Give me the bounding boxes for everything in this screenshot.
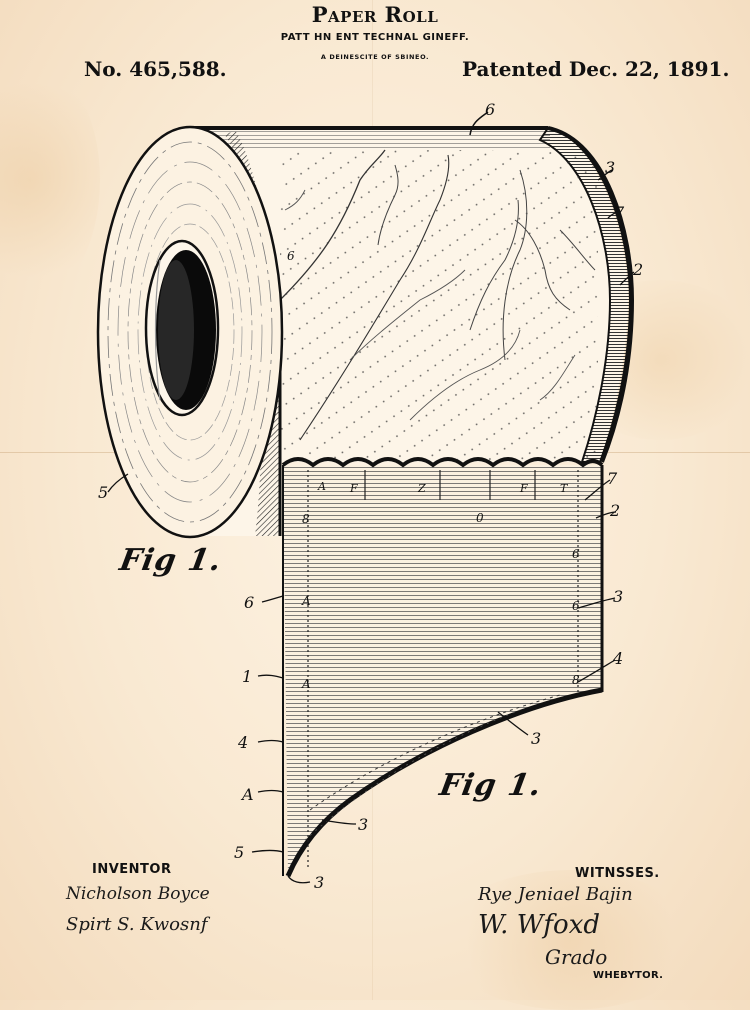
ref-numeral: 5: [98, 483, 108, 502]
inventor-signature: Spirt S. Kwosnf: [66, 914, 208, 935]
witness-sub-label: WHEBYTOR.: [593, 970, 664, 981]
ref-numeral: 3: [358, 815, 368, 834]
ref-numeral: 6: [244, 593, 254, 612]
inventor-signature: Nicholson Boyce: [66, 884, 210, 904]
inventor-label: INVENTOR: [92, 862, 172, 877]
ref-numeral: A: [240, 785, 254, 804]
patent-date: Patented Dec. 22, 1891.: [462, 57, 730, 81]
ref-numeral: 4: [237, 733, 248, 752]
roll-end-face: [96, 125, 284, 539]
patent-title: Paper Roll: [311, 2, 439, 27]
ref-numeral: 2: [632, 260, 643, 279]
ref-numeral: 3: [531, 729, 541, 748]
ref-numeral: 2: [609, 501, 620, 520]
hanging-sheet: [281, 457, 604, 877]
witness-signature: W. Wfoxd: [478, 910, 601, 940]
svg-text:A: A: [301, 677, 311, 691]
svg-text:Z: Z: [417, 482, 426, 495]
ref-numeral: 7: [607, 469, 618, 488]
patent-subtitle-secondary: A DEINESCITE OF SBINEO.: [320, 53, 430, 61]
ref-numeral: 1: [242, 667, 252, 686]
patent-number: No. 465,588.: [84, 57, 227, 81]
reference-numerals: 6 3 7 2 6 5 7 2 3 4 6 1 4 A 5 3: [98, 100, 643, 892]
witness-signature: Grado: [545, 945, 608, 969]
svg-text:A: A: [317, 480, 326, 493]
svg-text:6: 6: [572, 599, 580, 613]
svg-text:T: T: [560, 482, 569, 495]
witnesses-label: WITNSSES.: [575, 866, 660, 881]
ref-numeral: 3: [605, 158, 615, 177]
svg-text:A: A: [301, 594, 311, 608]
ref-numeral: 4: [612, 649, 623, 668]
figure-label-sheet: Fig 1.: [436, 768, 545, 803]
svg-text:6: 6: [572, 547, 580, 561]
svg-text:F: F: [519, 482, 528, 495]
ref-numeral: 5: [234, 843, 244, 862]
witness-signature: Rye Jeniael Bajin: [478, 884, 633, 905]
ref-numeral: 6: [485, 100, 495, 119]
svg-text:0: 0: [476, 511, 484, 525]
age-stain: [440, 870, 700, 1010]
patent-subtitle: PATT HN ENT TECHNAL GINEFF.: [280, 32, 470, 43]
ref-numeral: 6: [287, 249, 295, 263]
ref-numeral: 7: [614, 203, 625, 222]
svg-text:8: 8: [572, 673, 580, 687]
svg-text:F: F: [349, 482, 358, 495]
svg-text:8: 8: [302, 512, 310, 526]
ref-numeral: 3: [613, 587, 623, 606]
figure-label-roll: Fig 1.: [116, 543, 225, 578]
ref-numeral: 3: [314, 873, 324, 892]
